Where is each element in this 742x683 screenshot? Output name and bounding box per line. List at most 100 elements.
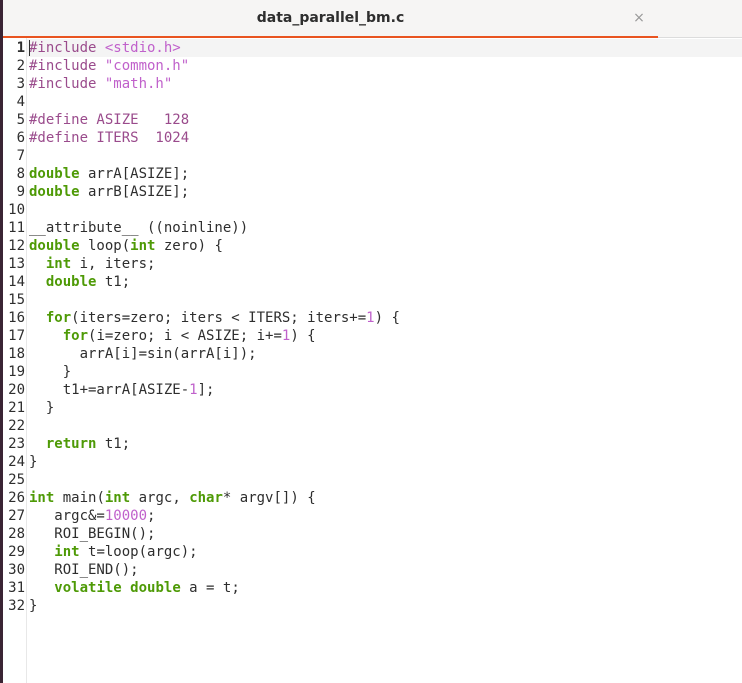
code-token: i, iters; <box>71 256 156 272</box>
code-token: int <box>54 544 80 560</box>
code-token <box>29 256 46 272</box>
code-line[interactable]: 19 } <box>3 363 742 381</box>
code-text: __attribute__ ((noinline)) <box>29 219 248 237</box>
code-token: argc, <box>130 490 190 506</box>
code-line[interactable]: 29 int t=loop(argc); <box>3 543 742 561</box>
code-line[interactable]: 27 argc&=10000; <box>3 507 742 525</box>
line-number: 25 <box>8 472 25 488</box>
code-line[interactable]: 32} <box>3 597 742 615</box>
code-line[interactable]: 23 return t1; <box>3 435 742 453</box>
code-token: zero) { <box>155 238 223 254</box>
line-number-gutter <box>3 38 27 683</box>
code-token: double <box>29 166 80 182</box>
close-icon[interactable]: × <box>633 10 645 26</box>
code-line[interactable]: 13 int i, iters; <box>3 255 742 273</box>
code-token: a = t; <box>180 580 240 596</box>
code-editor[interactable]: 1#include <stdio.h>2#include "common.h"3… <box>3 38 742 683</box>
line-number: 7 <box>16 148 25 164</box>
tab-title: data_parallel_bm.c <box>256 10 405 26</box>
code-token: #include <box>29 58 105 74</box>
code-line[interactable]: 31 volatile double a = t; <box>3 579 742 597</box>
code-token <box>29 580 54 596</box>
code-text: int t=loop(argc); <box>29 543 198 561</box>
code-text: #include <stdio.h> <box>29 39 181 57</box>
code-line[interactable]: 6#define ITERS 1024 <box>3 129 742 147</box>
code-line[interactable]: 14 double t1; <box>3 273 742 291</box>
code-text: } <box>29 363 71 381</box>
code-text: ROI_END(); <box>29 561 139 579</box>
code-token: int <box>104 490 131 506</box>
code-line[interactable]: 17 for(i=zero; i < ASIZE; i+=1) { <box>3 327 742 345</box>
code-text: argc&=10000; <box>29 507 155 525</box>
code-text: t1+=arrA[ASIZE-1]; <box>29 381 215 399</box>
code-text: double t1; <box>29 273 130 291</box>
code-line[interactable]: 24} <box>3 453 742 471</box>
line-number: 26 <box>8 490 25 506</box>
code-token: arrA[ASIZE]; <box>79 166 190 182</box>
code-token: return <box>45 436 97 452</box>
code-line[interactable]: 11__attribute__ ((noinline)) <box>3 219 742 237</box>
code-line[interactable]: 21 } <box>3 399 742 417</box>
text-caret <box>29 40 30 56</box>
line-number: 29 <box>8 544 25 560</box>
code-line[interactable]: 18 arrA[i]=sin(arrA[i]); <box>3 345 742 363</box>
code-line[interactable]: 16 for(iters=zero; iters < ITERS; iters+… <box>3 309 742 327</box>
code-line[interactable]: 10 <box>3 201 742 219</box>
line-number: 20 <box>8 382 25 398</box>
code-line[interactable]: 20 t1+=arrA[ASIZE-1]; <box>3 381 742 399</box>
code-token: int <box>29 490 55 506</box>
current-line-highlight <box>27 39 742 57</box>
code-line[interactable]: 25 <box>3 471 742 489</box>
code-token <box>29 310 46 326</box>
code-text: #define ITERS 1024 <box>29 129 189 147</box>
code-token: loop( <box>79 238 131 254</box>
code-line[interactable]: 30 ROI_END(); <box>3 561 742 579</box>
code-text: #include "common.h" <box>29 57 189 75</box>
code-token: 1 <box>189 382 198 398</box>
code-token: main( <box>54 490 105 506</box>
code-token <box>29 328 63 344</box>
code-text: double arrB[ASIZE]; <box>29 183 189 201</box>
line-number: 2 <box>16 58 25 74</box>
line-number: 28 <box>8 526 25 542</box>
tab-data-parallel-bm[interactable]: data_parallel_bm.c × <box>3 0 658 38</box>
code-line[interactable]: 7 <box>3 147 742 165</box>
code-token: 1 <box>366 310 375 326</box>
code-token: ROI_END(); <box>29 562 139 578</box>
line-number: 14 <box>8 274 25 290</box>
code-text: double arrA[ASIZE]; <box>29 165 189 183</box>
code-line[interactable]: 1#include <stdio.h> <box>3 39 742 57</box>
code-token: <stdio.h> <box>104 40 181 56</box>
code-text: for(i=zero; i < ASIZE; i+=1) { <box>29 327 316 345</box>
line-number: 12 <box>8 238 25 254</box>
code-line[interactable]: 5#define ASIZE 128 <box>3 111 742 129</box>
line-number: 31 <box>8 580 25 596</box>
code-token: argc&= <box>29 508 105 524</box>
line-number: 17 <box>8 328 25 344</box>
line-number: 11 <box>8 220 25 236</box>
code-line[interactable]: 2#include "common.h" <box>3 57 742 75</box>
code-token: t=loop(argc); <box>79 544 198 560</box>
line-number: 4 <box>16 94 25 110</box>
code-line[interactable]: 3#include "math.h" <box>3 75 742 93</box>
code-line[interactable]: 28 ROI_BEGIN(); <box>3 525 742 543</box>
code-line[interactable]: 4 <box>3 93 742 111</box>
line-number: 9 <box>16 184 25 200</box>
line-number: 1 <box>16 40 25 56</box>
active-tab-indicator <box>3 36 658 38</box>
code-line[interactable]: 22 <box>3 417 742 435</box>
code-token: (iters=zero; iters < ITERS; iters+= <box>71 310 367 326</box>
code-text: double loop(int zero) { <box>29 237 223 255</box>
code-token: ) { <box>290 328 316 344</box>
tab-bar: data_parallel_bm.c × <box>3 0 742 38</box>
code-line[interactable]: 15 <box>3 291 742 309</box>
line-number: 30 <box>8 562 25 578</box>
code-text: for(iters=zero; iters < ITERS; iters+=1)… <box>29 309 400 327</box>
code-token: * argv[]) { <box>222 490 316 506</box>
line-number: 32 <box>8 598 25 614</box>
line-number: 24 <box>8 454 25 470</box>
